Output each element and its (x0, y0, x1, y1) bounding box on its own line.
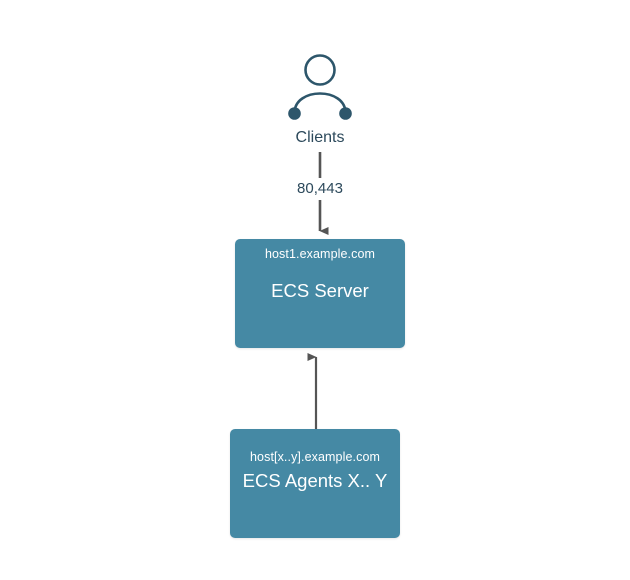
edge-label-ports: 80,443 (283, 178, 357, 200)
node-ecs-server-title: ECS Server (271, 280, 369, 301)
node-ecs-agents-title: ECS Agents X.. Y (242, 470, 388, 491)
node-ecs-agents[interactable]: host[x..y].example.com ECS Agents X.. Y (230, 429, 400, 538)
clients-label: Clients (295, 129, 345, 146)
node-ecs-server[interactable]: host1.example.com ECS Server (235, 239, 405, 348)
node-ecs-server-host: host1.example.com (264, 247, 376, 261)
person-icon (288, 54, 352, 120)
node-ecs-agents-host: host[x..y].example.com (249, 450, 381, 464)
